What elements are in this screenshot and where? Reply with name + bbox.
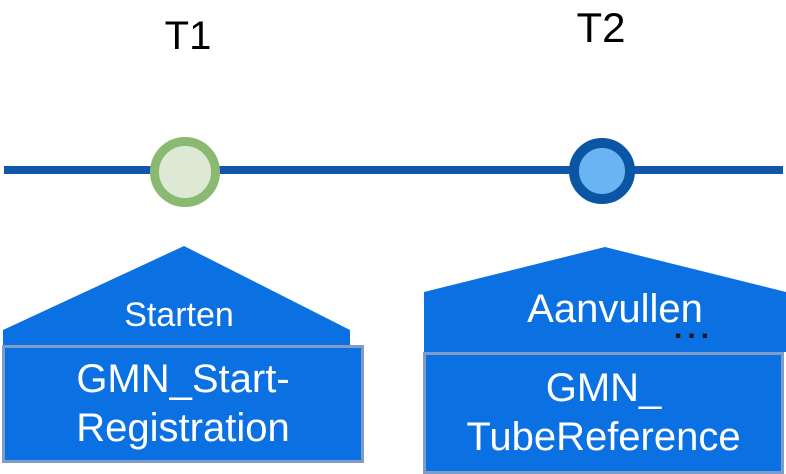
event-action-label-t2: Aanvullen — [527, 287, 703, 331]
timeline-node-t2 — [569, 138, 635, 204]
message-line: TubeReference — [466, 415, 741, 459]
message-line: GMN_Start- — [76, 357, 290, 401]
event-action-label-t1: Starten — [124, 296, 234, 334]
message-line: Registration — [76, 406, 290, 450]
message-line: GMN_ — [545, 366, 662, 410]
ellipsis-text: ... — [674, 312, 715, 345]
event-message-box-t2: GMN_ TubeReference — [423, 352, 784, 474]
time-label-t1: T1 — [164, 14, 212, 58]
time-label-t2: T2 — [576, 4, 626, 51]
timeline-node-t1 — [150, 137, 220, 207]
timeline-axis — [4, 166, 783, 174]
event-callout-shape-t1 — [3, 246, 350, 346]
event-callout-shape-t2 — [424, 247, 786, 352]
event-message-box-t1: GMN_Start- Registration — [2, 345, 364, 463]
